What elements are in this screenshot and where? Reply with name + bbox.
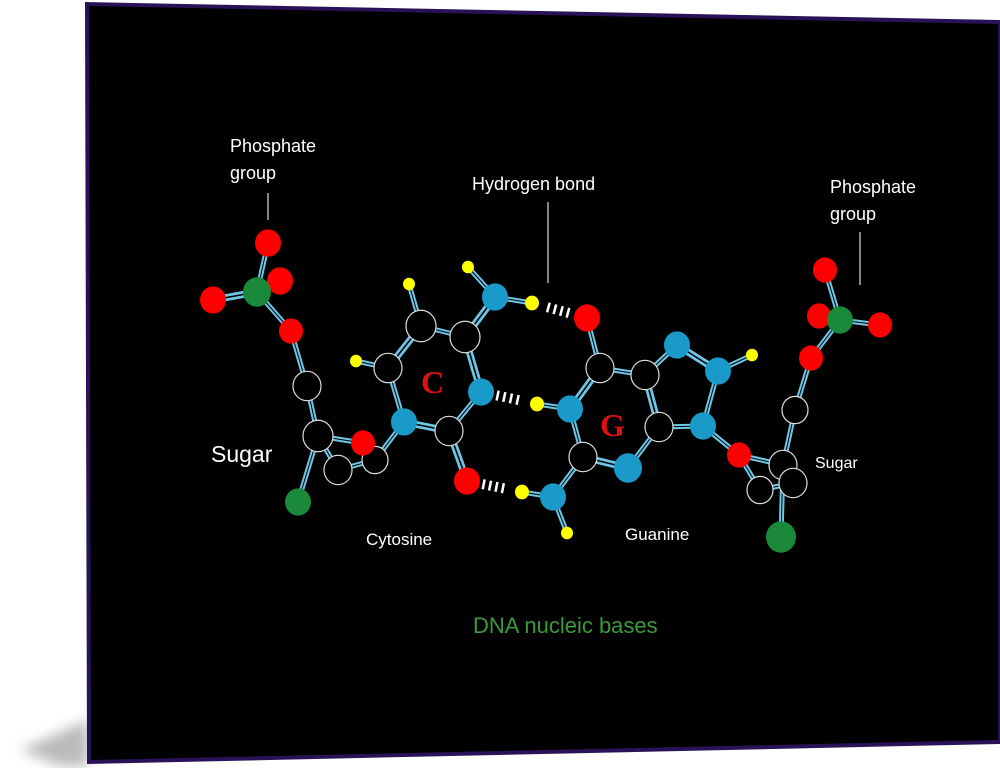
carbon-atom [644, 411, 674, 443]
canvas-background [89, 6, 998, 760]
hydrogen-bond [495, 390, 520, 405]
label-phosphate-left-1: Phosphate [230, 136, 316, 156]
carbon-atom [302, 419, 334, 453]
carbon-atom [323, 454, 353, 486]
oxygen-atom [868, 312, 892, 338]
label-phosphate-left-2: group [230, 163, 276, 183]
oxygen-atom [267, 267, 293, 295]
hydrogen-atom [525, 295, 539, 311]
carbon-atom [585, 352, 615, 384]
diagram-title: DNA nucleic bases [473, 613, 658, 638]
hydrogen-bonds-layer [481, 302, 571, 494]
atoms-layer [200, 229, 892, 553]
nitrogen-atom [614, 453, 642, 483]
nitrogen-atom [705, 357, 731, 385]
oxygen-atom [727, 442, 751, 468]
nitrogen-atom [468, 378, 494, 406]
label-base-c: C [421, 364, 444, 400]
label-cytosine: Cytosine [366, 530, 432, 549]
hydrogen-atom [350, 354, 362, 368]
hydrogen-atom [403, 277, 415, 291]
label-base-g: G [600, 407, 625, 443]
carbon-atom [405, 309, 437, 343]
label-hydrogen-bond: Hydrogen bond [472, 174, 595, 194]
nitrogen-atom [482, 283, 508, 311]
oxygen-atom [255, 229, 281, 257]
oxygen-atom [799, 345, 823, 371]
nitrogen-atom [557, 395, 583, 423]
label-guanine: Guanine [625, 525, 689, 544]
carbon-atom [373, 352, 403, 384]
label-sugar-left: Sugar [211, 441, 273, 467]
hydrogen-bond [545, 302, 571, 318]
phosphorus-atom [285, 488, 311, 516]
label-sugar-right: Sugar [815, 455, 858, 472]
carbon-atom [434, 415, 464, 447]
carbon-atom [781, 395, 809, 425]
oxygen-atom [807, 303, 831, 329]
nitrogen-atom [540, 483, 566, 511]
hydrogen-atom [515, 484, 529, 500]
phosphorus-atom [827, 306, 853, 334]
oxygen-atom [574, 304, 600, 332]
oxygen-atom [813, 257, 837, 283]
oxygen-atom [200, 286, 226, 314]
oxygen-atom [279, 318, 303, 344]
oxygen-atom [351, 430, 375, 456]
carbon-atom [746, 475, 774, 505]
carbon-atom [449, 320, 481, 354]
carbon-atom [568, 441, 598, 473]
phosphorus-atom [766, 521, 796, 553]
phosphorus-atom [243, 277, 271, 307]
hydrogen-atom [561, 526, 573, 540]
carbon-atom [630, 359, 660, 391]
canvas-shadow [20, 720, 88, 766]
label-phosphate-right-1: Phosphate [830, 177, 916, 197]
label-phosphate-right-2: group [830, 204, 876, 224]
nitrogen-atom [391, 408, 417, 436]
carbon-atom [292, 370, 322, 402]
oxygen-atom [454, 467, 480, 495]
hydrogen-atom [530, 396, 544, 412]
hydrogen-atom [462, 260, 474, 274]
leader-lines [267, 193, 861, 285]
nitrogen-atom [690, 412, 716, 440]
carbon-atom [778, 467, 808, 499]
nitrogen-atom [664, 331, 690, 359]
hydrogen-atom [746, 348, 758, 362]
hydrogen-bond [481, 479, 506, 494]
